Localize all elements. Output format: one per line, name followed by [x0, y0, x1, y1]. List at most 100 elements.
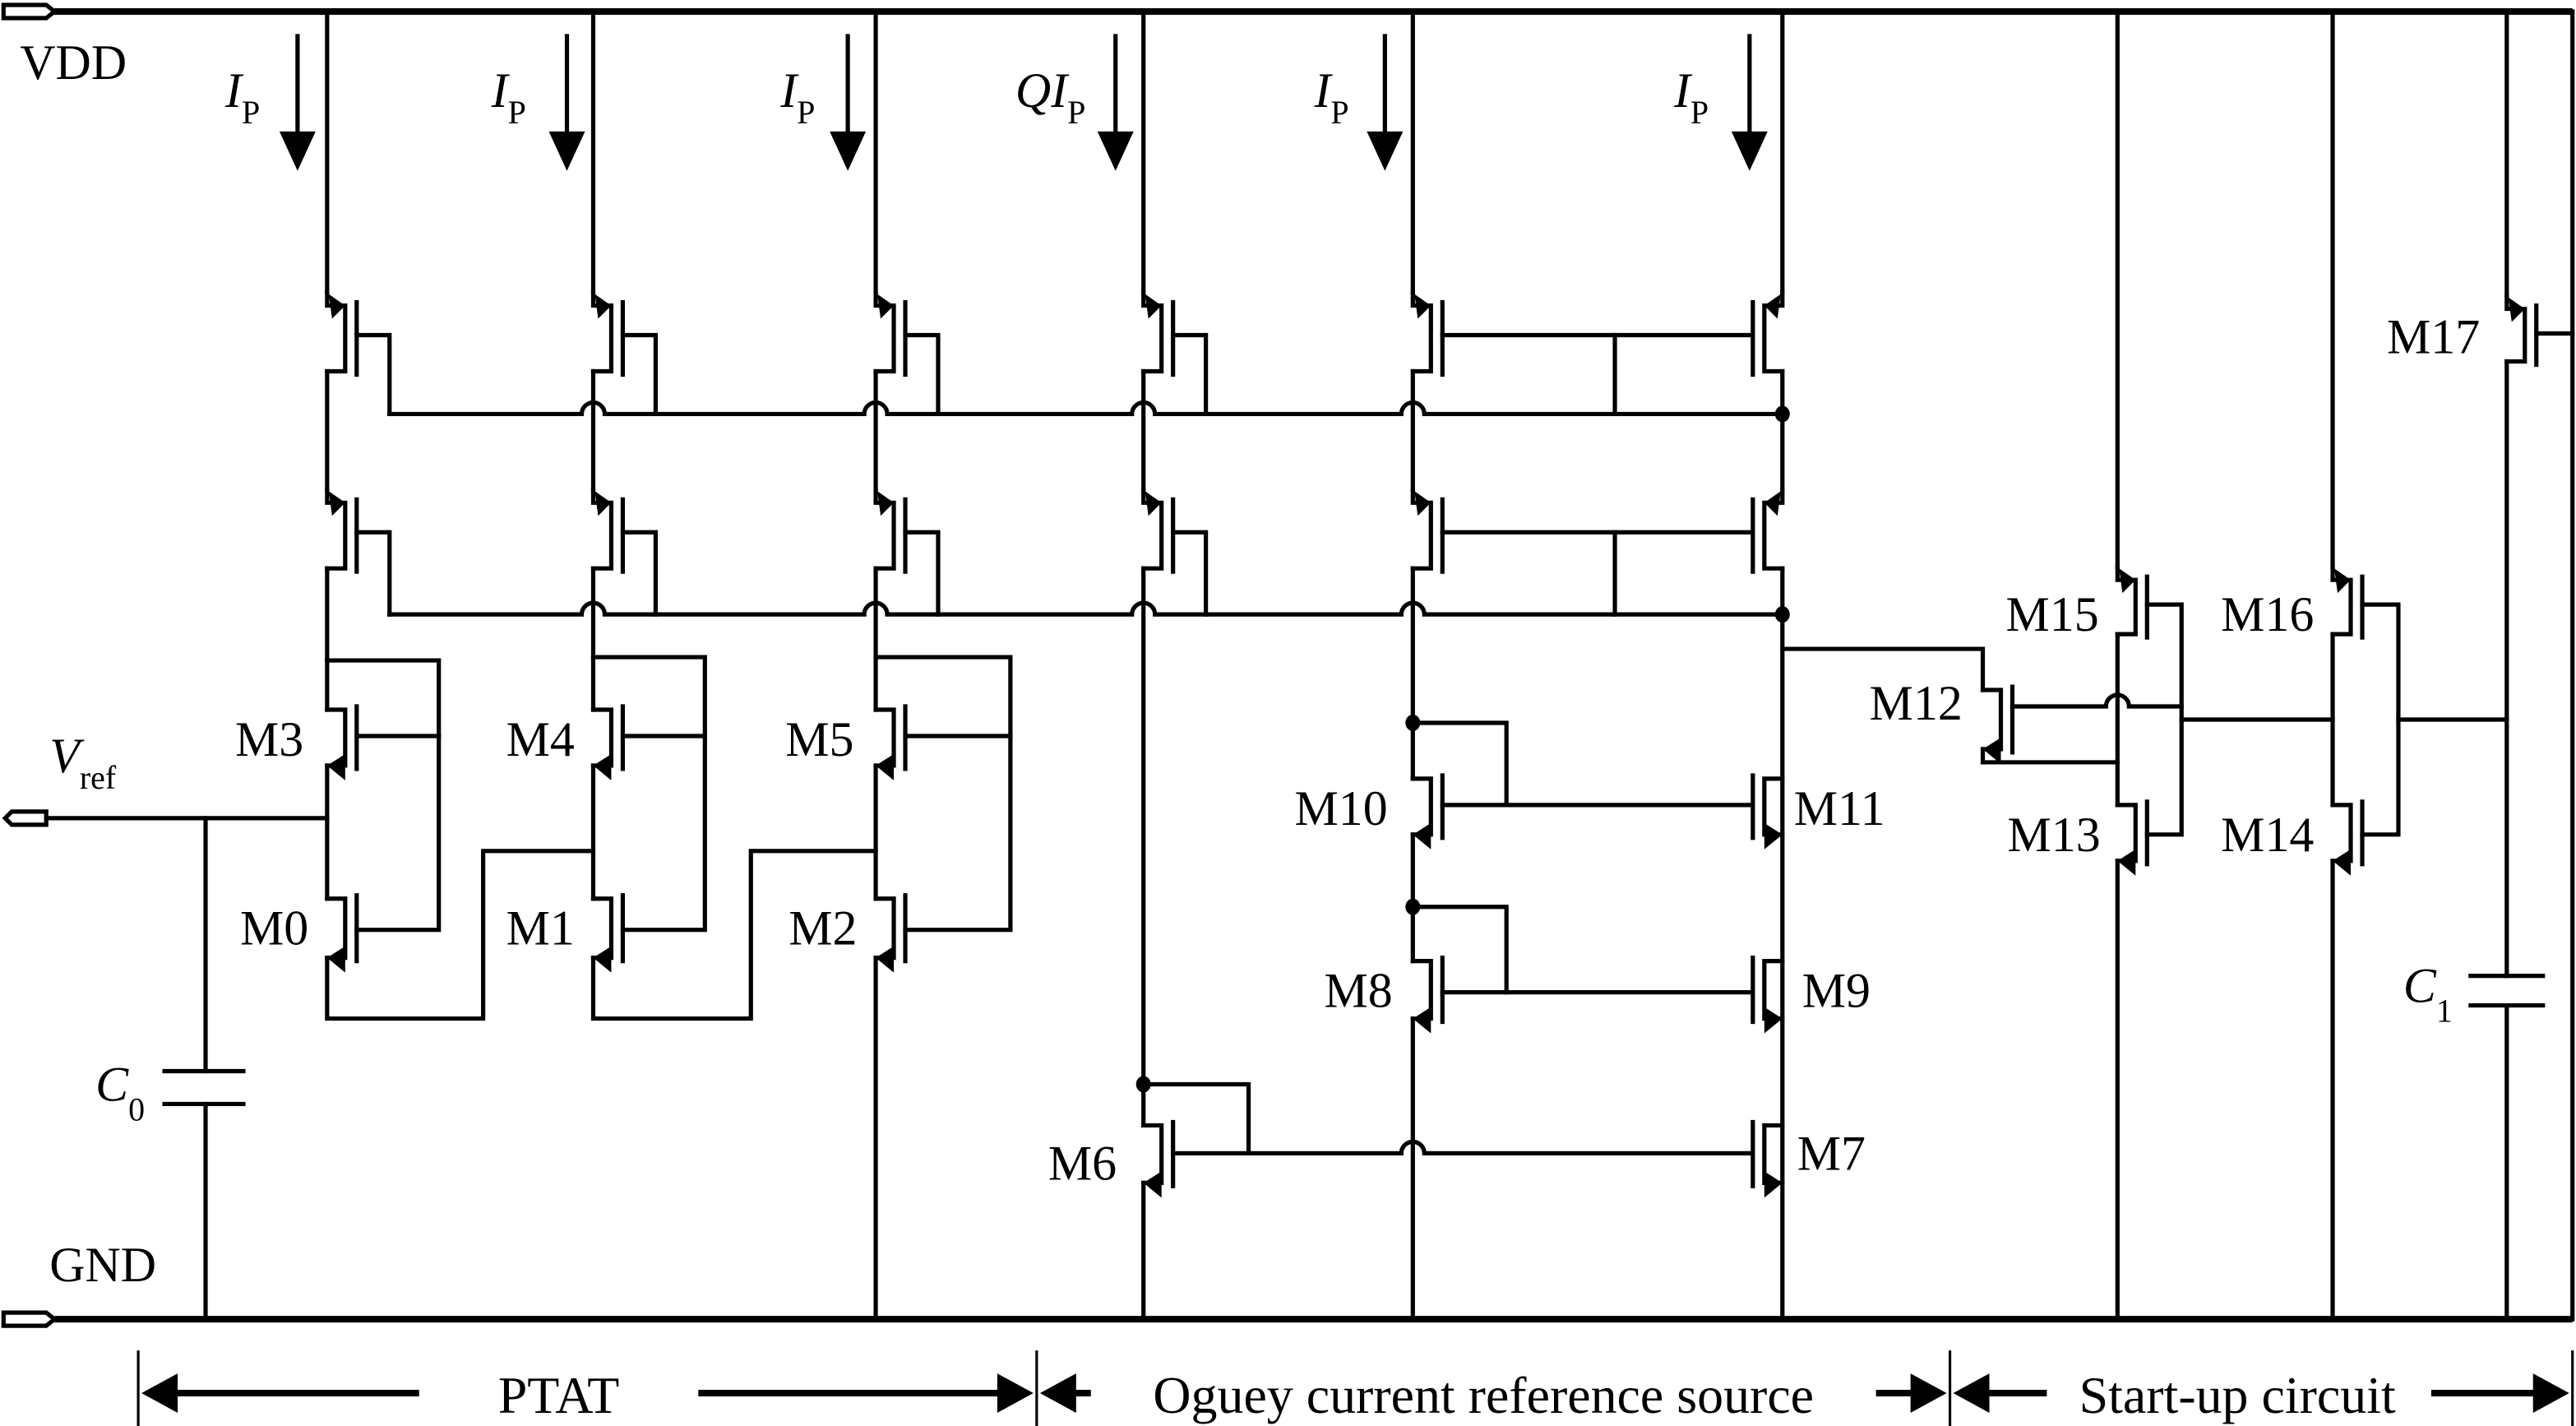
arrow-left-icon [141, 1373, 178, 1414]
m10-diode [1410, 720, 1509, 808]
current-arrow-1 [279, 34, 316, 171]
label-m12: M12 [1870, 676, 1963, 730]
series-link [590, 849, 878, 1021]
pmos-upper [1750, 289, 1785, 377]
bias-line-upper [387, 400, 1785, 417]
pmos-upper [1141, 289, 1176, 377]
bias-line-lower [387, 600, 1785, 617]
current-arrow-6 [1731, 34, 1768, 171]
vdd-pin-icon [1, 2, 58, 21]
label-m3: M3 [235, 712, 303, 766]
current-label-6: IP [1673, 63, 1709, 131]
inv1-gate [2144, 602, 2184, 837]
gate-tap-upper [620, 332, 658, 417]
label-m13: M13 [2007, 808, 2100, 862]
pmos-column-1 [325, 9, 392, 617]
current-arrow-2 [548, 34, 585, 171]
source-arrow-icon [593, 753, 612, 780]
nmos-m14 [2330, 799, 2365, 876]
vdd-label: VDD [20, 35, 127, 90]
source-arrow-icon [1764, 822, 1783, 850]
source-arrow-icon [1764, 491, 1781, 516]
node-to-m12 [1780, 646, 1986, 692]
m6-diode [1141, 1081, 1251, 1155]
source-arrow-icon [877, 294, 895, 319]
pmos-m16 [2330, 564, 2365, 640]
source-arrow-icon [2117, 849, 2136, 876]
pmos-column-6 [1440, 9, 1785, 1322]
source-arrow-icon [593, 946, 612, 973]
gnd-pin-icon [1, 1310, 58, 1328]
source-arrow-icon [876, 946, 895, 973]
label-m15: M15 [2005, 587, 2098, 641]
m12-gate [2009, 692, 2184, 709]
current-arrow-3 [830, 34, 867, 171]
source-arrow-icon [1764, 1171, 1783, 1198]
oguey-section [1135, 566, 1785, 1322]
source-arrow-icon [876, 753, 895, 780]
nmos-m1 [590, 893, 626, 973]
nmos-m7 [1750, 1119, 1785, 1198]
pmos-m15 [2115, 564, 2149, 640]
nmos-m4 [590, 704, 626, 780]
gate-tap-upper [1171, 332, 1209, 417]
gate-tap-lower [354, 530, 392, 617]
current-label-2: IP [491, 63, 526, 131]
source-arrow-icon [594, 491, 612, 516]
pmos-column-5 [1410, 9, 1445, 574]
label-m5: M5 [785, 712, 853, 766]
source-arrow-icon [2333, 849, 2352, 876]
pmos-lower [1750, 487, 1785, 574]
pmos-lower [1141, 487, 1176, 574]
gate-tap-upper [903, 332, 941, 417]
bulk-gate-loop [590, 655, 707, 933]
vref-output [2, 809, 330, 1322]
source-arrow-icon [1413, 822, 1431, 850]
gate-tap-lower [903, 530, 941, 617]
arrow-left-icon [1039, 1373, 1076, 1414]
label-m6: M6 [1048, 1136, 1117, 1190]
current-label-4: QIP [1015, 63, 1085, 131]
source-arrow-icon [2334, 568, 2352, 594]
inv2-gate [2360, 602, 2401, 837]
pmos-lower [873, 487, 908, 574]
pmos-cascode-stacks [325, 9, 1785, 1322]
pmos-column-3 [873, 9, 941, 617]
m12-source [1980, 747, 2120, 765]
nmos-m6 [1141, 1119, 1176, 1198]
nmos-m10 [1410, 773, 1445, 850]
label-m0: M0 [240, 901, 308, 956]
pmos-upper [590, 289, 626, 377]
vref-label: Vref [49, 729, 117, 796]
gnd-label: GND [49, 1238, 156, 1292]
label-m17: M17 [2387, 310, 2480, 364]
label-m10: M10 [1294, 781, 1387, 836]
source-arrow-icon [1414, 491, 1431, 516]
gnd-rail [1, 1310, 2573, 1328]
pmos-bias-lines [387, 400, 1790, 623]
pmos-column-2 [590, 9, 658, 617]
startup-section [1780, 9, 2575, 1322]
label-m4: M4 [506, 712, 575, 766]
c0-label: C0 [95, 1057, 145, 1127]
pmos-upper [325, 289, 359, 377]
source-arrow-icon [877, 491, 895, 516]
arrow-right-icon [1910, 1373, 1947, 1414]
gate-tap-upper [354, 332, 392, 417]
section-label-startup: Start-up circuit [2079, 1366, 2396, 1424]
nmos-m5 [873, 704, 908, 780]
source-arrow-icon [326, 946, 345, 973]
pmos-lower [1410, 487, 1445, 574]
oguey-span-arrow [1039, 1373, 1947, 1414]
gate-m6-m7 [1171, 1139, 1755, 1155]
current-arrow-4 [1097, 34, 1134, 171]
pmos-upper [873, 289, 908, 377]
ptat-span-arrow [141, 1373, 1034, 1414]
source-arrow-icon [1145, 491, 1162, 516]
ptat-section [325, 566, 1013, 1322]
source-arrow-icon [328, 294, 345, 319]
label-m8: M8 [1324, 964, 1392, 1018]
source-arrow-icon [2508, 297, 2525, 322]
pmos-column-4 [1141, 9, 1209, 617]
ptat-stack-1 [325, 566, 596, 1021]
